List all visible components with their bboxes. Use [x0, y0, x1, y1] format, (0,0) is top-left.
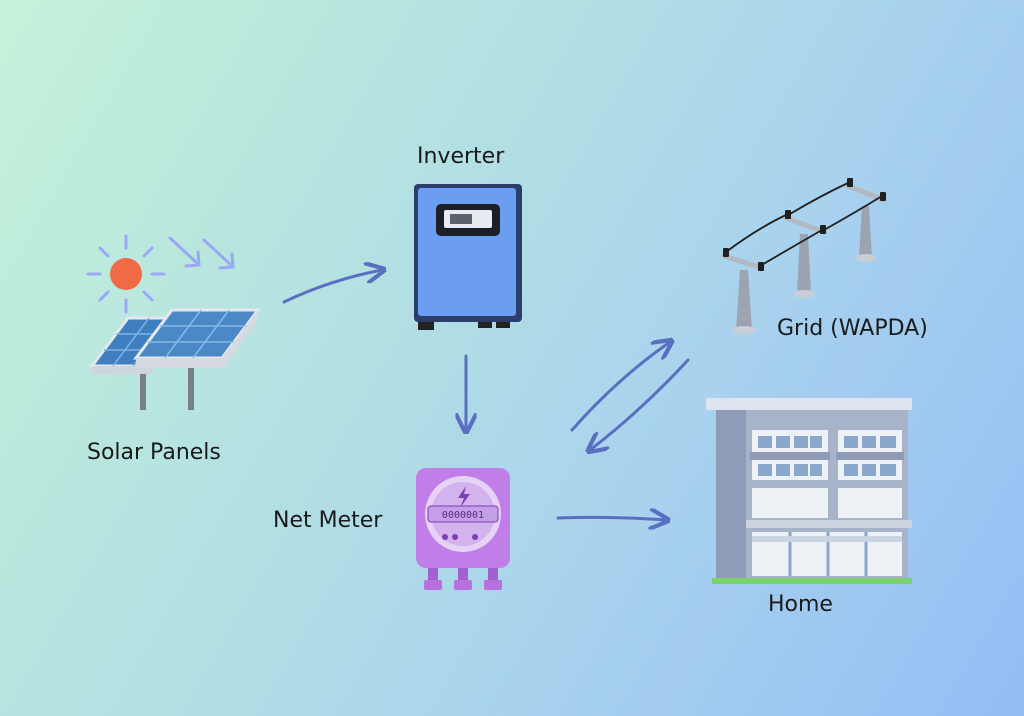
- sun-icon: [86, 234, 235, 314]
- solar-panel-icon: [89, 308, 261, 410]
- power-tower-icon: [721, 178, 887, 334]
- solar-panels-label: Solar Panels: [87, 440, 221, 465]
- net-meter-label: Net Meter: [273, 508, 383, 533]
- arrow-meter-to-home: [556, 517, 666, 520]
- grid-label: Grid (WAPDA): [777, 316, 928, 341]
- home-label: Home: [768, 592, 833, 617]
- flow-arrows: [282, 270, 690, 520]
- arrow-solar-to-inverter: [282, 270, 382, 304]
- inverter-label: Inverter: [417, 144, 505, 169]
- arrow-to-grid: [570, 342, 670, 432]
- arrow-from-grid: [590, 358, 690, 450]
- electric-meter-icon: 0000001: [416, 468, 510, 590]
- building-icon: [706, 398, 912, 584]
- inverter-icon: [414, 184, 522, 330]
- meter-readout: 0000001: [442, 510, 484, 521]
